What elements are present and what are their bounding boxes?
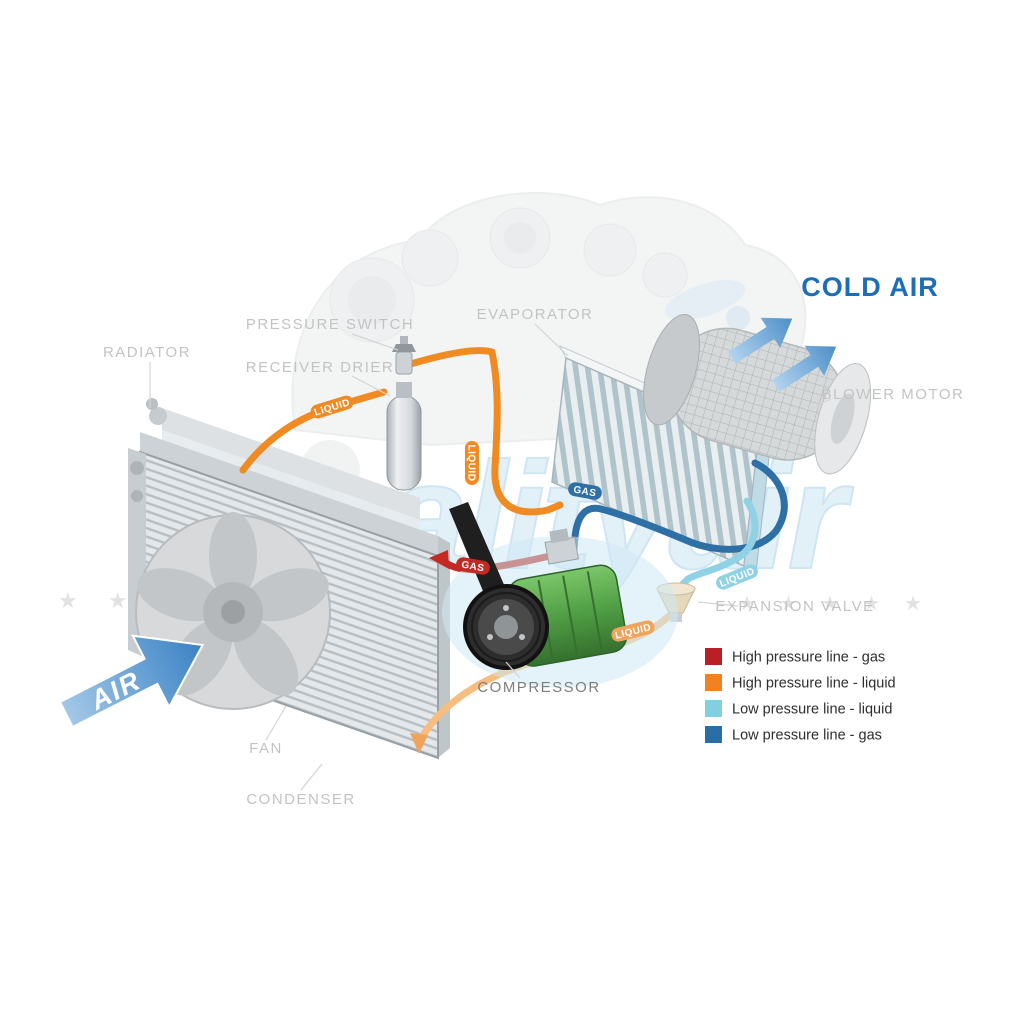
legend-swatch-hp-liquid [705, 674, 722, 691]
legend-swatch-hp-gas [705, 648, 722, 665]
legend-item: High pressure line - liquid [705, 674, 896, 692]
label-condenser: CONDENSER [246, 791, 355, 808]
flow-label-gas-red: GAS [456, 557, 490, 575]
liquid-return-arrowhead [410, 733, 428, 754]
gas-arrowhead [429, 550, 449, 569]
label-receiver-drier: RECEIVER DRIER [246, 359, 395, 376]
legend-label-hp-liquid: High pressure line - liquid [732, 676, 896, 692]
legend-item: Low pressure line - liquid [705, 700, 892, 718]
label-fan: FAN [249, 740, 283, 757]
svg-text:GAS: GAS [460, 560, 485, 575]
label-blower-motor: BLOWER MOTOR [822, 386, 965, 403]
legend-item: High pressure line - gas [705, 648, 885, 666]
leader-lines [149, 323, 832, 791]
flow-label-liquid-2: LIQUID [465, 441, 479, 485]
svg-text:GAS: GAS [572, 485, 597, 500]
legend-label-lp-liquid: Low pressure line - liquid [732, 702, 892, 718]
receiver-drier-graphic [386, 382, 422, 491]
legend-label-hp-gas: High pressure line - gas [732, 650, 885, 666]
legend: High pressure line - gas High pressure l… [705, 648, 896, 744]
flow-label-gas-blue: GAS [568, 482, 602, 500]
pipe-low-pressure-liquid [675, 497, 759, 592]
label-compressor: COMPRESSOR [477, 679, 600, 696]
label-expansion-valve: EXPANSION VALVE [715, 598, 874, 615]
label-radiator: RADIATOR [103, 344, 191, 361]
svg-text:LIQUID: LIQUID [466, 445, 477, 482]
legend-swatch-lp-liquid [705, 700, 722, 717]
pipe-low-pressure-gas [570, 459, 788, 553]
label-evaporator: EVAPORATOR [477, 306, 594, 323]
legend-label-lp-gas: Low pressure line - gas [732, 728, 882, 744]
legend-item: Low pressure line - gas [705, 726, 882, 744]
cold-air-label: COLD AIR [801, 272, 939, 302]
legend-swatch-lp-gas [705, 726, 722, 743]
brand-stars-right: ★ ★ ★ ★ ★ [738, 593, 931, 615]
label-pressure-switch: PRESSURE SWITCH [246, 316, 414, 333]
pressure-switch-graphic [392, 336, 416, 375]
